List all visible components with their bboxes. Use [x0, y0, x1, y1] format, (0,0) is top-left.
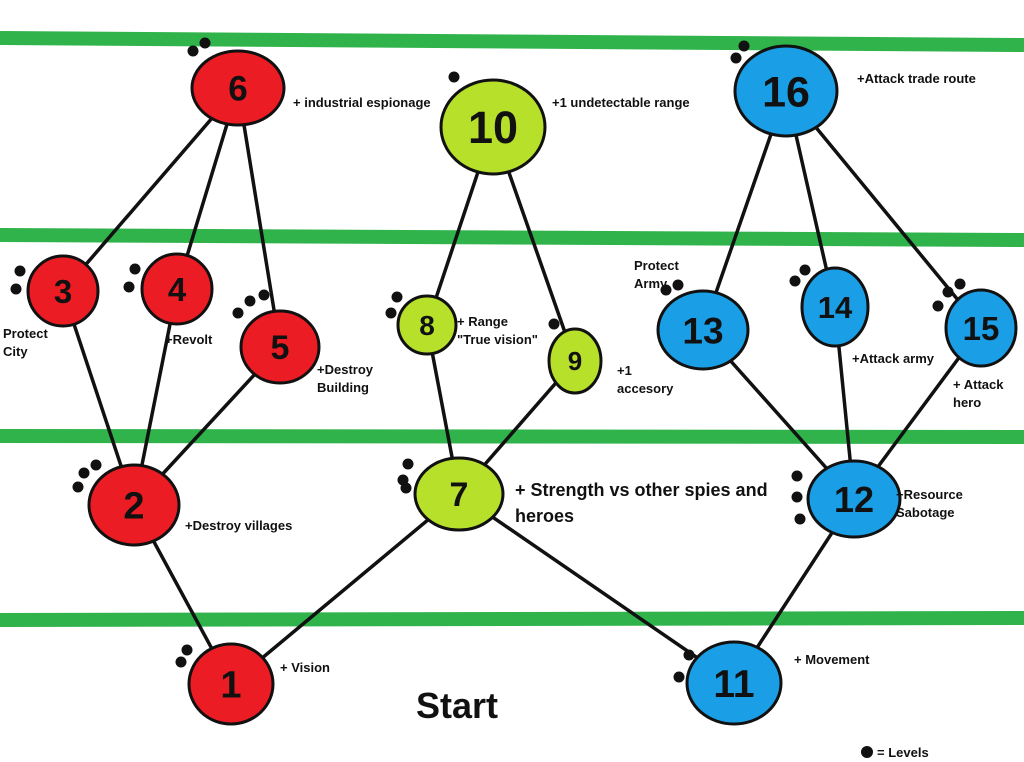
node-11-label: 11: [713, 663, 754, 706]
node-13-level-dot: [672, 279, 684, 291]
node-7-label: 7: [450, 476, 469, 514]
node-7-circle: [413, 456, 505, 532]
node-9-level-dot: [548, 318, 560, 330]
node-4-label: 4: [168, 271, 187, 308]
node-6-label: 6: [228, 70, 247, 109]
node-14-circle: [800, 266, 870, 348]
node-8-circle: [396, 294, 458, 356]
node-8-label: 8: [419, 310, 435, 341]
node-12-level-dot: [794, 513, 806, 525]
annotation-node-11: + Movement: [794, 652, 870, 667]
node-2-label: 2: [123, 486, 144, 528]
node-16-circle: [733, 44, 839, 138]
node-11-level-dot: [683, 649, 695, 661]
legend: = Levels: [861, 726, 929, 762]
node-11-level-dot: [673, 671, 685, 683]
node-2-circle: [87, 463, 181, 547]
node-3-circle: [26, 254, 100, 328]
node-6-level-dot: [187, 45, 199, 57]
node-14-level-dot: [789, 275, 801, 287]
annotation-node-9: +1 accesory: [617, 363, 674, 396]
annotation-node-6: + industrial espionage: [293, 95, 431, 110]
node-14-label: 14: [818, 290, 853, 325]
node-9-label: 9: [568, 346, 582, 376]
node-4-level-dot: [123, 281, 135, 293]
node-6-circle: [190, 49, 286, 127]
node-15-level-dot: [932, 300, 944, 312]
annotation-node-13: Protect Army: [634, 258, 679, 291]
node-6-level-dot: [199, 37, 211, 49]
node-3-level-dot: [14, 265, 26, 277]
annotation-node-14: +Attack army: [852, 351, 935, 366]
node-7-level-dot: [402, 458, 414, 470]
node-13-label: 13: [682, 310, 723, 351]
node-1-circle: [187, 642, 275, 726]
legend-text: = Levels: [877, 745, 929, 760]
annotation-node-3: Protect City: [3, 326, 48, 359]
node-13-level-dot: [660, 284, 672, 296]
level-band-2: [0, 228, 1024, 247]
annotation-node-5: +Destroy Building: [317, 362, 373, 395]
node-14-level-dot: [799, 264, 811, 276]
node-7-level-dot: [400, 482, 412, 494]
node-4-level-dot: [129, 263, 141, 275]
node-5-label: 5: [271, 329, 290, 367]
node-11-circle: [685, 640, 783, 726]
node-1-level-dot: [181, 644, 193, 656]
node-3-label: 3: [54, 273, 72, 310]
node-15-circle: [944, 288, 1018, 368]
node-5-level-dot: [258, 289, 270, 301]
node-1-level-dot: [175, 656, 187, 668]
node-12-label: 12: [834, 479, 874, 520]
legend-level-dot-icon: [861, 746, 873, 758]
node-12-level-dot: [791, 470, 803, 482]
node-3-level-dot: [10, 283, 22, 295]
edge-3-6: [61, 86, 240, 293]
node-12-circle: [806, 459, 902, 539]
annotation-node-4: +Revolt: [165, 332, 213, 347]
node-12-level-dot: [791, 491, 803, 503]
level-band-1: [0, 31, 1024, 52]
node-9-circle: [547, 327, 603, 395]
annotation-node-16: +Attack trade route: [857, 71, 976, 86]
node-8-level-dot: [391, 291, 403, 303]
edge-5-6: [236, 86, 282, 349]
node-16-level-dot: [738, 40, 750, 52]
edge-1-7: [229, 492, 461, 686]
node-16-level-dot: [730, 52, 742, 64]
level-band-4: [0, 611, 1024, 627]
node-5-level-dot: [244, 295, 256, 307]
node-13-circle: [656, 289, 750, 371]
node-10-circle: [439, 78, 547, 176]
annotation-node-1: + Vision: [280, 660, 330, 675]
annotation-node-2: +Destroy villages: [185, 518, 293, 533]
level-band-3: [0, 429, 1024, 444]
node-15-level-dot: [954, 278, 966, 290]
node-2-level-dot: [72, 481, 84, 493]
annotation-node-7: + Strength vs other spies and heroes: [515, 480, 768, 526]
node-8-level-dot: [385, 307, 397, 319]
node-16-label: 16: [762, 68, 810, 116]
annotation-node-15: + Attack hero: [953, 377, 1004, 410]
node-15-level-dot: [942, 286, 954, 298]
node-4-circle: [140, 252, 214, 326]
node-5-circle: [239, 309, 321, 385]
start-label: Start: [416, 685, 499, 726]
annotation-node-8: + Range "True vision": [457, 314, 538, 347]
node-10-label: 10: [468, 102, 518, 153]
node-10-level-dot: [448, 71, 460, 83]
node-2-level-dot: [90, 459, 102, 471]
node-1-label: 1: [220, 665, 241, 707]
annotation-node-12: +Resource Sabotage: [896, 487, 963, 520]
node-5-level-dot: [232, 307, 244, 319]
node-15-label: 15: [963, 310, 1000, 347]
annotation-node-10: +1 undetectable range: [552, 95, 690, 110]
node-2-level-dot: [78, 467, 90, 479]
